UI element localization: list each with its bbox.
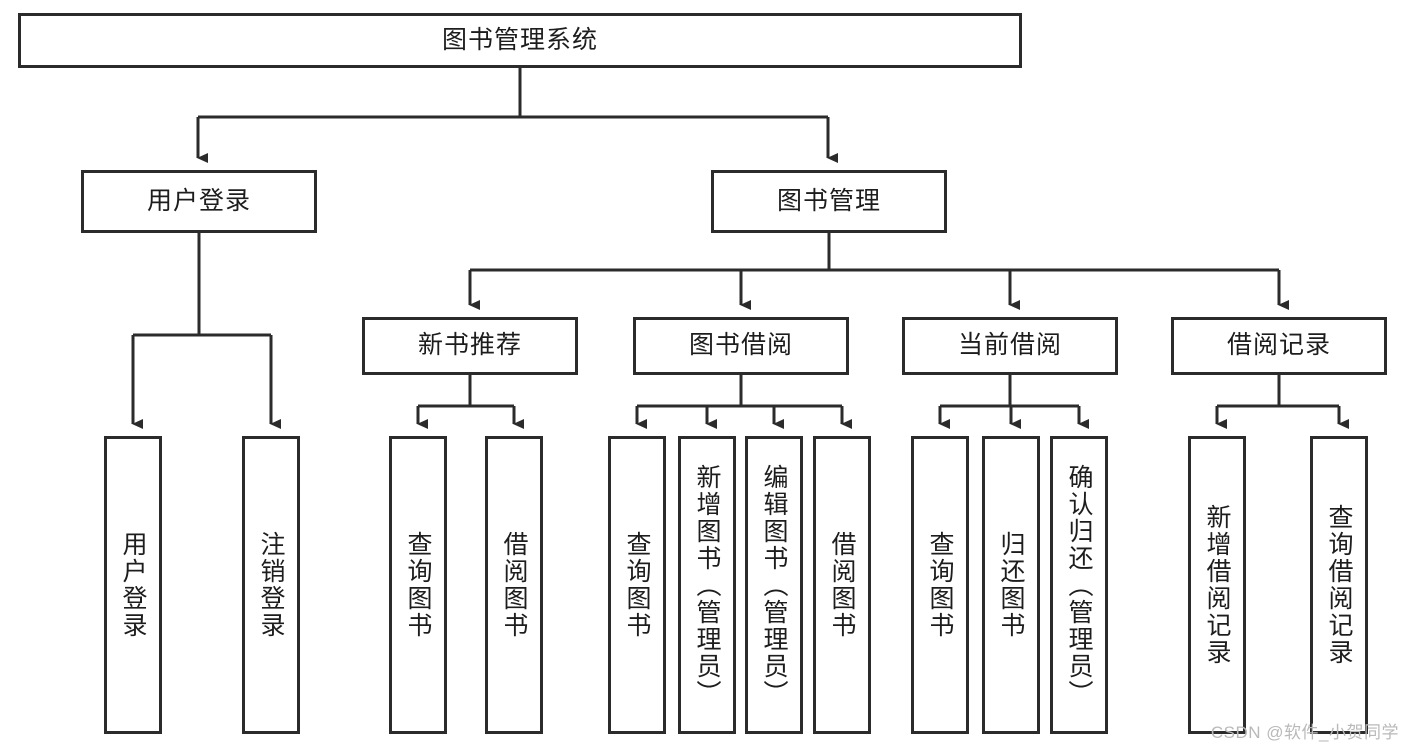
node-new-book-rec-label: 新书推荐 [417, 331, 522, 360]
node-leaf-query-book-1-label: 查询图书 [404, 531, 432, 639]
node-leaf-query-book-3-label: 查询图书 [926, 531, 954, 639]
node-leaf-user-login[interactable]: 用户登录 [104, 436, 162, 734]
node-leaf-borrow-book-1[interactable]: 借阅图书 [485, 436, 543, 734]
node-leaf-user-login-label: 用户登录 [119, 531, 147, 639]
node-borrow-record-label: 借阅记录 [1226, 331, 1331, 360]
node-leaf-query-record-label: 查询借阅记录 [1325, 504, 1353, 666]
node-borrow-record[interactable]: 借阅记录 [1171, 317, 1387, 375]
node-leaf-logout[interactable]: 注销登录 [242, 436, 300, 734]
node-leaf-confirm-return[interactable]: 确认归还（管理员） [1050, 436, 1108, 734]
node-root[interactable]: 图书管理系统 [18, 13, 1022, 68]
node-book-mgmt-label: 图书管理 [776, 186, 881, 215]
node-leaf-query-record[interactable]: 查询借阅记录 [1310, 436, 1368, 734]
node-leaf-return-book[interactable]: 归还图书 [982, 436, 1040, 734]
node-leaf-add-record-label: 新增借阅记录 [1203, 504, 1231, 666]
node-leaf-add-book-label: 新增图书（管理员） [693, 463, 721, 707]
node-new-book-rec[interactable]: 新书推荐 [362, 317, 578, 375]
node-user-login-label: 用户登录 [146, 186, 251, 215]
node-root-label: 图书管理系统 [441, 25, 598, 54]
node-book-borrow[interactable]: 图书借阅 [633, 317, 849, 375]
node-leaf-confirm-return-label: 确认归还（管理员） [1065, 463, 1093, 707]
node-book-mgmt[interactable]: 图书管理 [711, 170, 947, 233]
node-leaf-borrow-book-1-label: 借阅图书 [500, 531, 528, 639]
node-leaf-edit-book-label: 编辑图书（管理员） [760, 463, 788, 707]
node-leaf-borrow-book-2-label: 借阅图书 [828, 531, 856, 639]
node-leaf-query-book-2-label: 查询图书 [623, 531, 651, 639]
node-current-borrow-label: 当前借阅 [957, 331, 1062, 360]
node-user-login[interactable]: 用户登录 [81, 170, 317, 233]
watermark-text: CSDN @软件_小贺同学 [1210, 723, 1399, 742]
node-book-borrow-label: 图书借阅 [688, 331, 793, 360]
node-leaf-return-book-label: 归还图书 [997, 531, 1025, 639]
node-leaf-borrow-book-2[interactable]: 借阅图书 [813, 436, 871, 734]
node-leaf-edit-book[interactable]: 编辑图书（管理员） [745, 436, 803, 734]
node-leaf-add-book[interactable]: 新增图书（管理员） [678, 436, 736, 734]
node-current-borrow[interactable]: 当前借阅 [902, 317, 1118, 375]
node-leaf-query-book-1[interactable]: 查询图书 [389, 436, 447, 734]
node-leaf-add-record[interactable]: 新增借阅记录 [1188, 436, 1246, 734]
node-leaf-query-book-3[interactable]: 查询图书 [911, 436, 969, 734]
node-leaf-query-book-2[interactable]: 查询图书 [608, 436, 666, 734]
node-leaf-logout-label: 注销登录 [257, 531, 285, 639]
